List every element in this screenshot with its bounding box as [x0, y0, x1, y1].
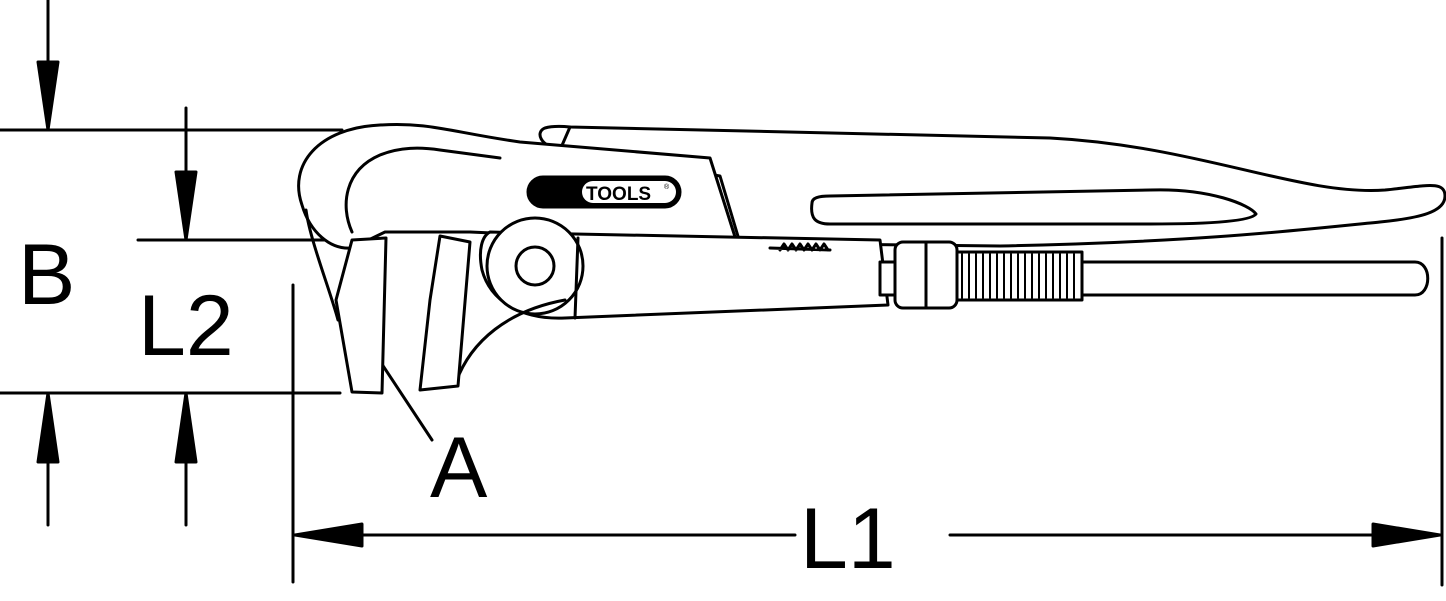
label-l1: L1 [800, 491, 896, 587]
svg-text:®: ® [664, 183, 670, 191]
wrench-handle [538, 124, 1446, 248]
wrench-lower-jaw [453, 216, 890, 387]
label-b: B [18, 227, 75, 323]
ks-tools-logo: KS TOOLS ® [526, 175, 682, 209]
svg-text:TOOLS: TOOLS [586, 184, 651, 205]
label-l2: L2 [138, 278, 234, 374]
dimension-l1 [291, 236, 1444, 587]
label-a: A [430, 420, 488, 516]
svg-text:KS: KS [536, 183, 564, 205]
thread [955, 250, 1084, 302]
pivot-circle [514, 245, 556, 287]
fixed-jaw [334, 236, 388, 395]
adjusting-rod [878, 240, 1430, 310]
wrench-head [297, 123, 738, 322]
moving-jaw [418, 234, 472, 392]
dimension-l2 [136, 106, 362, 527]
dimension-b [0, 0, 344, 527]
